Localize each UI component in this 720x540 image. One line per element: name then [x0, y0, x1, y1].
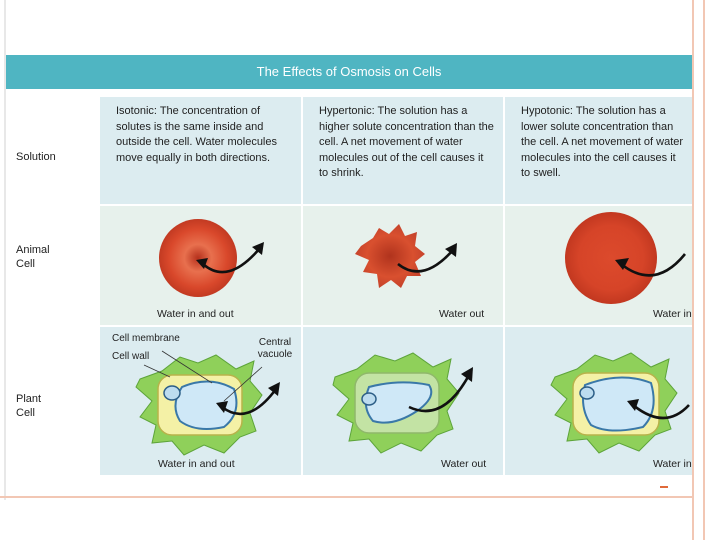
cell-hypertonic-description: Hypertonic: The solution has a higher so… [303, 97, 503, 204]
slide-border-right-outer [692, 0, 694, 540]
hypotonic-text: Hypotonic: The solution has a lower solu… [505, 97, 692, 182]
caption-plant-isotonic: Water in and out [158, 458, 235, 470]
swollen-red-blood-cell [565, 212, 657, 304]
isotonic-text: Isotonic: The concentration of solutes i… [100, 97, 301, 166]
slide-border-right-inner [703, 0, 705, 540]
nucleus [362, 393, 376, 405]
label-cell-membrane: Cell membrane [112, 333, 180, 345]
arrowhead-out [268, 382, 280, 396]
label-central-vacuole: Central vacuole [252, 337, 298, 361]
cell-plant-hypertonic: Water out [303, 327, 503, 475]
nucleus [164, 386, 180, 400]
row-label-animal: Animal Cell [16, 243, 66, 271]
caption-plant-hypertonic: Water out [441, 458, 486, 470]
row-label-solution: Solution [16, 150, 100, 164]
slide-corner-mark [660, 486, 668, 488]
cell-animal-isotonic: Water in and out [100, 206, 301, 325]
cell-isotonic-description: Isotonic: The concentration of solutes i… [100, 97, 301, 204]
shrunken-red-blood-cell [355, 224, 425, 288]
cell-animal-hypertonic: Water out [303, 206, 503, 325]
nucleus [580, 387, 594, 399]
cell-animal-hypotonic: Water in [505, 206, 692, 325]
cell-hypotonic-description: Hypotonic: The solution has a lower solu… [505, 97, 692, 204]
osmosis-figure: The Effects of Osmosis on Cells Solution… [6, 55, 692, 475]
slide-border-bottom [0, 496, 694, 498]
cell-plant-isotonic: Cell membrane Cell wall Central vacuole … [100, 327, 301, 475]
figure-title: The Effects of Osmosis on Cells [6, 55, 692, 89]
cell-plant-hypotonic: Water in [505, 327, 692, 475]
label-cell-wall: Cell wall [112, 351, 149, 363]
caption-animal-hypertonic: Water out [439, 308, 484, 320]
swollen-vacuole [583, 377, 654, 430]
row-label-plant: Plant Cell [16, 392, 56, 420]
hypertonic-text: Hypertonic: The solution has a higher so… [303, 97, 503, 182]
caption-plant-hypotonic: Water in [653, 458, 692, 470]
red-blood-cell [159, 219, 237, 297]
plant-cell-hypotonic-graphic [505, 327, 692, 475]
plant-cell-hypertonic-graphic [303, 327, 503, 475]
caption-animal-hypotonic: Water in [653, 308, 692, 320]
caption-animal-isotonic: Water in and out [157, 308, 234, 320]
central-vacuole [175, 381, 236, 429]
